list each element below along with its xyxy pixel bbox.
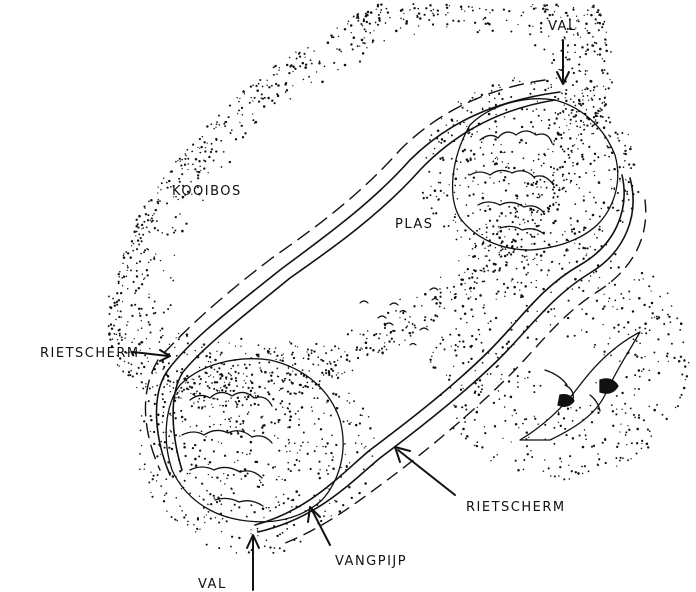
ducks-on-pond <box>359 287 439 346</box>
arrow-val-top-head <box>556 71 570 85</box>
pond-outline <box>155 91 561 476</box>
reed-screen-upper <box>164 79 546 353</box>
arrow-rietscherm-left-head <box>159 349 171 362</box>
reed-screen-lower <box>279 199 647 546</box>
label-val-top: VAL <box>548 19 577 34</box>
reed-screen-left <box>144 359 161 471</box>
label-rietscherm-right: RIETSCHERM <box>466 500 566 515</box>
pipe-curve-right <box>254 174 625 526</box>
tree-clump-upper-right <box>452 98 619 251</box>
pond-outline-inner <box>172 99 556 471</box>
label-plas: PLAS <box>395 217 434 232</box>
tree-clump-lower-left <box>165 358 344 523</box>
arrows <box>132 39 570 591</box>
label-kooibos: KOOIBOS <box>172 184 242 199</box>
woodland-stipple <box>107 3 690 554</box>
flying-duck-icon <box>519 331 641 441</box>
label-vangpijp: VANGPIJP <box>335 554 407 569</box>
arrow-vangpijp <box>311 509 331 546</box>
arrow-vangpijp-head <box>307 506 321 523</box>
arrow-rietscherm-right-head <box>394 446 411 463</box>
arrow-rietscherm-left <box>132 351 169 357</box>
arrow-rietscherm-right <box>397 449 456 496</box>
label-val-bottom: VAL <box>198 577 227 592</box>
pipe-curve-right-inner <box>257 177 634 533</box>
label-rietscherm-left: RIETSCHERM <box>40 346 140 361</box>
arrow-val-bottom-head <box>246 534 260 549</box>
